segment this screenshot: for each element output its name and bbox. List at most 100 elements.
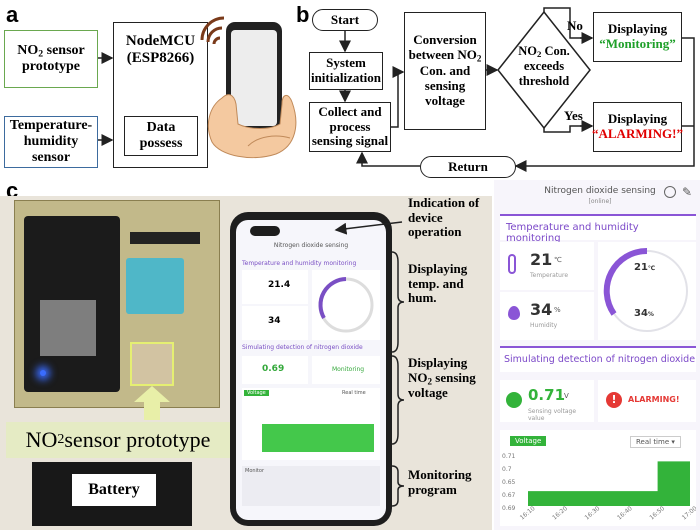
phone-monitor-label: Monitor bbox=[245, 468, 265, 474]
dht-sensor bbox=[126, 258, 184, 314]
alarm-card: ! ALARMING! bbox=[598, 380, 696, 422]
section-no2-title: Simulating detection of nitrogen dioxide bbox=[504, 354, 696, 365]
y-tick-label: 0.67 bbox=[502, 492, 516, 499]
yes-label: Yes bbox=[564, 108, 583, 123]
phone-status-text: Monitoring bbox=[332, 366, 365, 373]
x-tick-label: 16:10 bbox=[519, 505, 537, 522]
y-tick-label: 0.65 bbox=[502, 479, 516, 486]
init-label: System initialization bbox=[310, 55, 382, 85]
annotation-monitoring-program: Monitoring program bbox=[408, 467, 472, 497]
more-icon[interactable] bbox=[664, 186, 676, 198]
display-alarming-node: Displaying “ALARMING!” bbox=[592, 102, 683, 152]
chart-tab-voltage[interactable]: Voltage bbox=[510, 436, 547, 446]
no2-sensor-prototype bbox=[130, 342, 174, 386]
panel-b-letter: b bbox=[296, 2, 310, 27]
display-alarming-label-1: Displaying bbox=[607, 111, 668, 127]
edit-icon[interactable]: ✎ bbox=[682, 185, 693, 199]
panel-a-letter: a bbox=[6, 2, 19, 27]
return-node: Return bbox=[420, 156, 516, 178]
humidity-label: Humidity bbox=[530, 322, 558, 329]
annotation-no2-voltage: Displaying NO2 sensing voltage bbox=[408, 355, 476, 400]
annotation-operation: Indication of device operation bbox=[408, 195, 480, 240]
phone-chart-area bbox=[262, 424, 374, 452]
app-title: Nitrogen dioxide sensing bbox=[544, 186, 656, 196]
annotation-temp-hum: Displaying temp. and hum. bbox=[408, 261, 468, 306]
header-pins bbox=[130, 232, 200, 244]
start-node: Start bbox=[312, 9, 378, 31]
temp-card: 21 ℃ Temperature bbox=[500, 242, 594, 290]
decision-label: NO2 Con. exceeds threshold bbox=[518, 44, 570, 88]
chart-mode-select[interactable]: Real time ▾ bbox=[630, 436, 681, 448]
phone-monitor-panel: Monitor bbox=[242, 466, 380, 506]
collect-node: Collect and process sensing signal bbox=[309, 102, 391, 152]
phone-chart-tab[interactable]: Voltage bbox=[244, 390, 269, 396]
thermometer-icon bbox=[508, 254, 516, 274]
droplet-icon bbox=[508, 306, 520, 320]
y-tick-label: 0.71 bbox=[502, 453, 516, 460]
conversion-label: Conversion between NO2 Con. and sensing … bbox=[408, 32, 482, 108]
phone-volt-card: 0.69 bbox=[242, 356, 308, 384]
no-label: No bbox=[567, 18, 583, 33]
phone-temp-card: 21.4 bbox=[242, 270, 308, 304]
voltage-unit: V bbox=[564, 392, 569, 400]
phone-chart-mode[interactable]: Real time bbox=[342, 390, 366, 396]
phone-illustration-icon bbox=[200, 16, 297, 159]
voltage-area-series bbox=[528, 461, 690, 506]
humidity-value: 34 bbox=[530, 300, 553, 319]
x-tick-label: 16:40 bbox=[616, 505, 634, 522]
start-label: Start bbox=[330, 11, 360, 27]
phone-screen: Nitrogen dioxide sensing Temperature and… bbox=[236, 220, 386, 520]
no2-sensor-label: NO2 sensor prototype bbox=[17, 42, 85, 75]
display-monitoring-label-2: “Monitoring” bbox=[599, 36, 676, 51]
section-no2-header: Simulating detection of nitrogen dioxide bbox=[500, 346, 696, 372]
phone-section-no2: Simulating detection of nitrogen dioxide bbox=[242, 344, 363, 351]
battery-label: Battery bbox=[72, 474, 156, 506]
init-node: System initialization bbox=[309, 52, 383, 90]
x-tick-label: 17:00 bbox=[681, 505, 696, 522]
camera-notch bbox=[250, 226, 280, 236]
x-tick-label: 16:20 bbox=[551, 505, 569, 522]
temp-unit: ℃ bbox=[554, 256, 562, 264]
y-tick-label: 0.7 bbox=[502, 466, 512, 473]
x-tick-label: 16:50 bbox=[648, 505, 666, 522]
phone-status-card: Monitoring bbox=[312, 356, 380, 384]
app-subtitle: [online] bbox=[588, 198, 612, 205]
phone-app-title: Nitrogen dioxide sensing bbox=[273, 242, 349, 249]
section-temp-header: Temperature and humidity monitoring bbox=[500, 214, 696, 244]
phone-section-temp: Temperature and humidity monitoring bbox=[242, 260, 357, 267]
temp-label: Temperature bbox=[530, 272, 569, 279]
humidity-unit: % bbox=[554, 306, 561, 314]
data-possess-box: Data possess bbox=[124, 116, 198, 156]
phone-hum-value: 34 bbox=[268, 316, 281, 326]
phone-gauge-card bbox=[312, 270, 380, 340]
nodemcu-label: NodeMCU (ESP8266) bbox=[125, 33, 196, 67]
gauge-card: 21℃ 34% bbox=[598, 242, 696, 340]
display-alarming-label-2: “ALARMING!” bbox=[592, 126, 683, 141]
sensor-arrow bbox=[134, 386, 170, 420]
app-screen: Nitrogen dioxide sensing [online] ✎ Temp… bbox=[494, 180, 700, 530]
alarm-text: ALARMING! bbox=[628, 395, 680, 404]
esp-chip bbox=[40, 300, 96, 356]
collect-label: Collect and process sensing signal bbox=[311, 103, 389, 149]
display-monitoring-label-1: Displaying bbox=[607, 21, 668, 37]
humidity-card: 34 % Humidity bbox=[500, 292, 594, 340]
phone-gauge-icon bbox=[318, 277, 374, 333]
gauge-ring-icon bbox=[603, 247, 688, 332]
conversion-node: Conversion between NO2 Con. and sensing … bbox=[404, 12, 486, 130]
voltage-card: 0.71 V Sensing voltage value bbox=[500, 380, 594, 422]
phone-volt-value: 0.69 bbox=[262, 364, 285, 374]
no2-sensor-box: NO2 sensor prototype bbox=[4, 30, 98, 88]
speedometer-icon bbox=[506, 392, 522, 408]
return-label: Return bbox=[448, 158, 488, 174]
alert-icon: ! bbox=[606, 392, 622, 408]
display-monitoring-node: Displaying “Monitoring” bbox=[593, 12, 682, 62]
voltage-label: Sensing voltage value bbox=[528, 408, 577, 422]
y-tick-label: 0.69 bbox=[502, 505, 516, 512]
section-temp-title: Temperature and humidity monitoring bbox=[506, 222, 639, 244]
gauge-hum-value: 34% bbox=[634, 308, 654, 319]
